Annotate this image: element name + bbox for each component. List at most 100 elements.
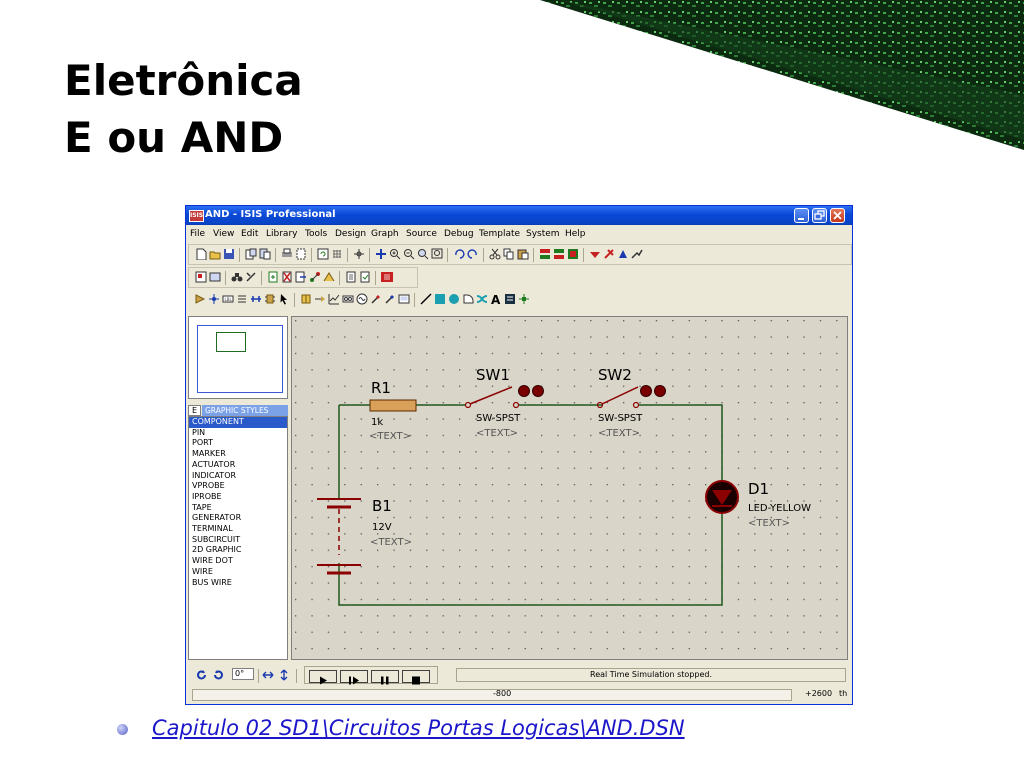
path-tool-icon[interactable]	[476, 293, 488, 305]
pan-icon[interactable]	[375, 248, 387, 260]
subcircuit-icon[interactable]	[264, 293, 276, 305]
netlist-icon[interactable]	[309, 271, 321, 283]
window-titlebar[interactable]: ISIS AND - ISIS Professional	[186, 206, 852, 225]
style-item-actuator[interactable]: ACTUATOR	[192, 459, 236, 469]
tag-icon[interactable]	[209, 271, 221, 283]
mirror-horizontal-icon[interactable]	[262, 669, 274, 681]
sw2-toggle-on[interactable]	[640, 385, 652, 397]
symbol-tool-icon[interactable]	[504, 293, 516, 305]
goto-sheet-icon[interactable]	[295, 271, 307, 283]
led-d1[interactable]: D1 LED-YELLOW <TEXT>	[705, 480, 811, 529]
style-item-pin[interactable]: PIN	[192, 427, 206, 437]
sw2-toggle-off[interactable]	[654, 385, 666, 397]
circuit-wires[interactable]	[338, 404, 723, 606]
wire-label-icon[interactable]: LBL	[222, 293, 234, 305]
style-item-subcircuit[interactable]: SUBCIRCUIT	[192, 534, 241, 544]
units-toggle[interactable]: th	[839, 689, 848, 698]
export-icon[interactable]	[259, 248, 271, 260]
zoom-area-icon[interactable]	[431, 248, 443, 260]
circle-tool-icon[interactable]	[448, 293, 460, 305]
virtual-instrument-icon[interactable]	[398, 293, 410, 305]
delete-sheet-icon[interactable]	[281, 271, 293, 283]
style-item-marker[interactable]: MARKER	[192, 449, 226, 459]
style-item-wire-dot[interactable]: WIRE DOT	[192, 556, 233, 566]
switch-sw1[interactable]: SW1 SW-SPST <TEXT>	[464, 366, 544, 439]
pause-button[interactable]	[371, 670, 399, 685]
rotate-clockwise-icon[interactable]	[196, 669, 208, 681]
zoom-out-icon[interactable]	[403, 248, 415, 260]
close-button[interactable]	[830, 208, 845, 223]
arc-tool-icon[interactable]	[462, 293, 474, 305]
wire-autorouter-icon[interactable]	[631, 248, 643, 260]
print-icon[interactable]	[281, 248, 293, 260]
open-folder-icon[interactable]	[209, 248, 221, 260]
style-item-component[interactable]: COMPONENT	[189, 417, 287, 428]
design-file-link[interactable]: Capitulo 02 SD1\Circuitos Portas Logicas…	[152, 716, 685, 740]
menu-system[interactable]: System	[526, 229, 560, 239]
horizontal-scrollbar[interactable]	[192, 689, 792, 701]
style-item-indicator[interactable]: INDICATOR	[192, 470, 237, 480]
isis-logo-icon[interactable]	[381, 271, 393, 283]
minimize-button[interactable]	[794, 208, 809, 223]
overview-window[interactable]	[188, 316, 288, 399]
menu-debug[interactable]: Debug	[444, 229, 474, 239]
selection-arrow-icon[interactable]	[278, 293, 290, 305]
ares-icon[interactable]	[323, 271, 335, 283]
step-button[interactable]	[340, 670, 368, 685]
schematic-canvas[interactable]: R1 1k <TEXT> SW1 SW-SPST <TEXT>	[291, 316, 848, 660]
sw1-toggle-on[interactable]	[518, 385, 530, 397]
maximize-button[interactable]	[812, 208, 827, 223]
menu-library[interactable]: Library	[266, 229, 298, 239]
current-probe-icon[interactable]	[384, 293, 396, 305]
generator-icon[interactable]	[356, 293, 368, 305]
sw1-toggle-off[interactable]	[532, 385, 544, 397]
import-icon[interactable]	[245, 248, 257, 260]
mirror-vertical-icon[interactable]	[278, 669, 290, 681]
cut-icon[interactable]	[489, 248, 501, 260]
menu-view[interactable]: View	[213, 229, 235, 239]
terminal-icon[interactable]	[300, 293, 312, 305]
rotation-input[interactable]: 0°	[232, 668, 254, 680]
tape-recorder-icon[interactable]	[342, 293, 354, 305]
bill-of-materials-icon[interactable]	[345, 271, 357, 283]
package-tool-icon[interactable]	[617, 248, 629, 260]
menu-tools[interactable]: Tools	[305, 229, 328, 239]
menu-help[interactable]: Help	[565, 229, 586, 239]
paste-icon[interactable]	[517, 248, 529, 260]
search-component-icon[interactable]	[195, 271, 207, 283]
menu-design[interactable]: Design	[335, 229, 367, 239]
block-rotate-icon[interactable]	[567, 248, 579, 260]
edit-style-button[interactable]: E	[188, 405, 201, 416]
refresh-icon[interactable]	[317, 248, 329, 260]
electrical-check-icon[interactable]	[359, 271, 371, 283]
style-item-tape[interactable]: TAPE	[192, 502, 212, 512]
switch-sw2[interactable]: SW2 SW-SPST <TEXT>	[596, 366, 666, 439]
graph-icon[interactable]	[328, 293, 340, 305]
device-pin-icon[interactable]	[314, 293, 326, 305]
battery-b1[interactable]: B1 12V <TEXT>	[317, 497, 412, 575]
junction-dot-icon[interactable]	[208, 293, 220, 305]
new-sheet-icon[interactable]	[267, 271, 279, 283]
voltage-probe-icon[interactable]	[370, 293, 382, 305]
style-item-generator[interactable]: GENERATOR	[192, 513, 242, 523]
binoculars-icon[interactable]	[231, 271, 243, 283]
new-file-icon[interactable]	[195, 248, 207, 260]
grid-icon[interactable]	[331, 248, 343, 260]
copy-icon[interactable]	[503, 248, 515, 260]
style-item-vprobe[interactable]: VPROBE	[192, 481, 225, 491]
menu-graph[interactable]: Graph	[371, 229, 399, 239]
zoom-in-icon[interactable]	[389, 248, 401, 260]
style-item-2d-graphic[interactable]: 2D GRAPHIC	[192, 545, 242, 555]
rotate-anticlockwise-icon[interactable]	[212, 669, 224, 681]
property-tool-icon[interactable]	[245, 271, 257, 283]
pick-device-icon[interactable]	[589, 248, 601, 260]
print-area-icon[interactable]	[295, 248, 307, 260]
block-move-icon[interactable]	[553, 248, 565, 260]
origin-icon[interactable]	[353, 248, 365, 260]
box-tool-icon[interactable]	[434, 293, 446, 305]
menu-file[interactable]: File	[190, 229, 206, 239]
stop-button[interactable]	[402, 670, 430, 685]
undo-icon[interactable]	[453, 248, 465, 260]
line-tool-icon[interactable]	[420, 293, 432, 305]
save-icon[interactable]	[223, 248, 235, 260]
